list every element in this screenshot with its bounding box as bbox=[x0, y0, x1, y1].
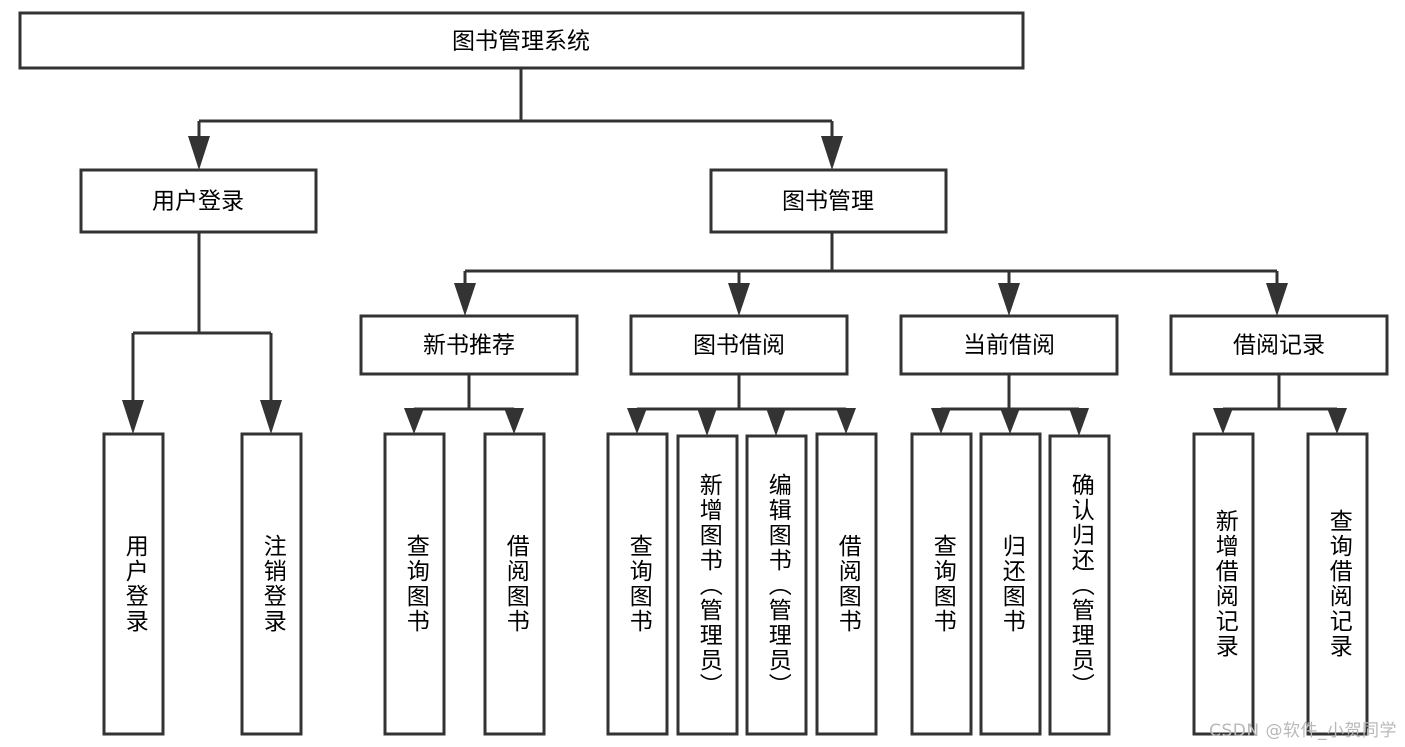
arrow-to-new-book-rec bbox=[454, 283, 476, 316]
node-label-book-manage: 图书管理 bbox=[782, 189, 874, 215]
node-box-user-login[interactable] bbox=[79, 168, 318, 234]
arrow-root-to-book-manage bbox=[821, 136, 843, 170]
node-label-current-borrow: 当前借阅 bbox=[963, 333, 1055, 359]
node-box-leaf-user-logout[interactable] bbox=[240, 432, 303, 736]
nodes-layer: 图书管理系统 用户登录 图书管理 新书推荐 图书借阅 当前借阅 借阅记录 bbox=[18, 11, 1389, 736]
arrow-to-current-borrow bbox=[998, 283, 1020, 316]
arrow-to-borrow-record bbox=[1266, 283, 1288, 316]
node-box-leaf-query-book-2[interactable] bbox=[606, 432, 669, 736]
node-label-book-borrow: 图书借阅 bbox=[693, 333, 785, 359]
node-box-borrow-record[interactable] bbox=[1169, 314, 1389, 376]
arrow-to-leaf-confirm-return bbox=[1069, 408, 1089, 436]
node-box-current-borrow[interactable] bbox=[899, 314, 1119, 376]
arrow-to-leaf-add-book bbox=[697, 408, 717, 436]
connectors-layer bbox=[122, 69, 1347, 436]
node-box-leaf-borrow-book-2[interactable] bbox=[815, 432, 878, 736]
node-box-leaf-query-record[interactable] bbox=[1306, 432, 1369, 736]
node-box-root[interactable] bbox=[18, 11, 1025, 70]
arrow-to-leaf-user-logout bbox=[260, 400, 282, 434]
arrow-to-leaf-edit-book bbox=[766, 408, 786, 436]
arrow-to-leaf-return-book bbox=[1000, 408, 1020, 434]
node-box-book-manage[interactable] bbox=[709, 168, 948, 234]
node-box-leaf-add-record[interactable] bbox=[1192, 432, 1255, 736]
arrow-to-leaf-query-book-1 bbox=[404, 408, 424, 434]
arrow-to-leaf-add-record bbox=[1213, 408, 1233, 434]
node-box-leaf-edit-book[interactable] bbox=[745, 434, 808, 736]
arrow-to-leaf-borrow-book-2 bbox=[836, 408, 856, 434]
node-box-book-borrow[interactable] bbox=[629, 314, 849, 376]
arrow-to-leaf-user-login bbox=[122, 400, 144, 434]
arrow-root-to-user-login bbox=[188, 136, 210, 170]
arrow-to-leaf-query-record bbox=[1327, 408, 1347, 434]
node-box-leaf-borrow-book-1[interactable] bbox=[483, 432, 546, 736]
node-box-leaf-add-book[interactable] bbox=[676, 434, 739, 736]
node-box-leaf-query-book-1[interactable] bbox=[383, 432, 446, 736]
node-box-leaf-return-book[interactable] bbox=[979, 432, 1042, 736]
arrow-to-leaf-borrow-book-1 bbox=[504, 408, 524, 434]
node-label-borrow-record: 借阅记录 bbox=[1233, 333, 1325, 359]
arrow-to-book-borrow bbox=[728, 283, 750, 316]
node-box-new-book-rec[interactable] bbox=[359, 314, 579, 376]
watermark-text: CSDN @软件_小贺同学 bbox=[1209, 721, 1397, 741]
node-box-leaf-user-login[interactable] bbox=[102, 432, 165, 736]
arrow-to-leaf-query-book-3 bbox=[931, 408, 951, 434]
node-box-leaf-confirm-return[interactable] bbox=[1048, 434, 1111, 736]
node-label-user-login: 用户登录 bbox=[152, 189, 244, 215]
arrow-to-leaf-query-book-2 bbox=[627, 408, 647, 434]
node-label-root: 图书管理系统 bbox=[452, 29, 590, 55]
node-label-new-book-rec: 新书推荐 bbox=[423, 333, 515, 359]
node-box-leaf-query-book-3[interactable] bbox=[910, 432, 973, 736]
